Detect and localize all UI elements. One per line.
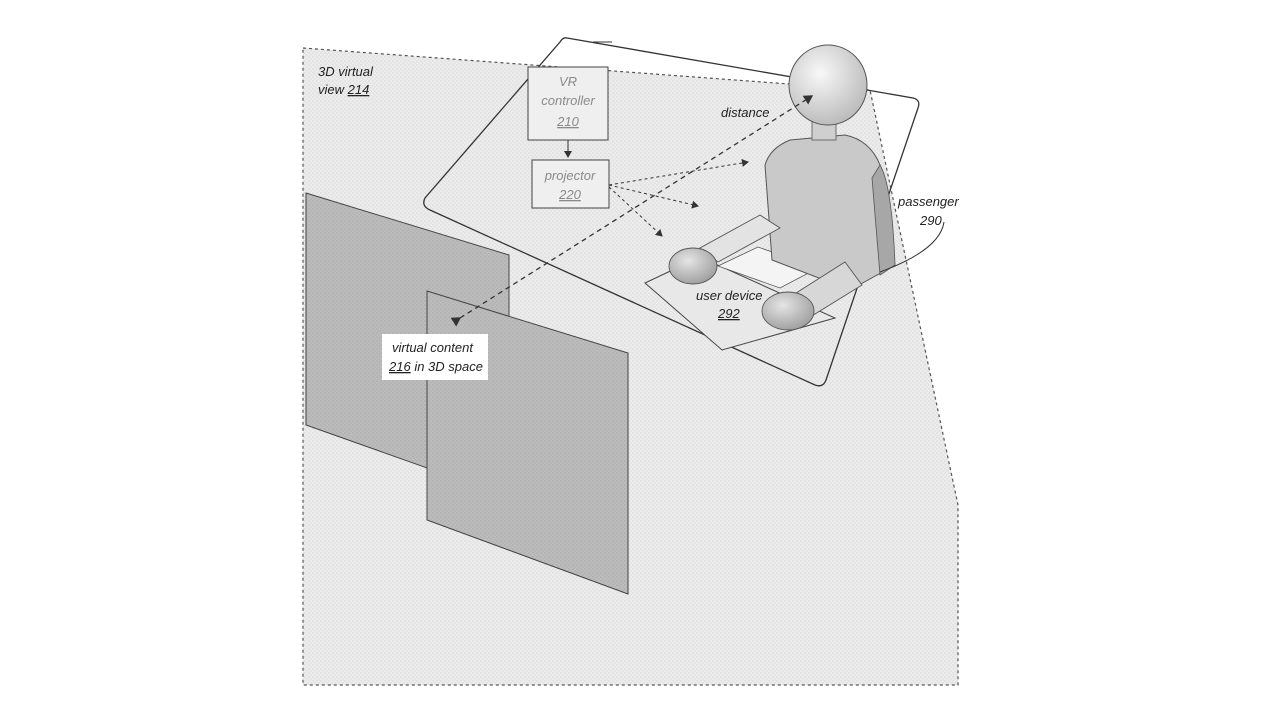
distance-arrow: [450, 95, 814, 327]
view-label-line2: view 214: [318, 82, 369, 97]
virtual-content-ref: 216: [388, 359, 411, 374]
view-label-line1: 3D virtual: [318, 64, 374, 79]
virtual-content-line2: 216 in 3D space: [388, 359, 483, 374]
user-device-ref: 292: [717, 306, 740, 321]
projector-box: [531, 159, 610, 209]
passenger-ref: 290: [919, 213, 942, 228]
vr-controller-line2: controller: [541, 93, 595, 108]
vr-controller-line1: VR: [559, 74, 577, 89]
projector-line1: projector: [544, 168, 596, 183]
virtual-content-label-bg: [382, 334, 488, 380]
passenger-right-hand: [761, 291, 815, 331]
passenger-head: [788, 44, 868, 126]
projector-ray-3: [608, 186, 663, 237]
view-ref: 214: [347, 82, 370, 97]
virtual-content-line1: virtual content: [392, 340, 474, 355]
projector-ref: 220: [558, 187, 581, 202]
passenger-leader-line: [879, 221, 945, 273]
distance-label: distance: [721, 105, 769, 120]
vr-controller-ref: 210: [556, 114, 579, 129]
user-device-label: user device: [696, 288, 762, 303]
passenger-plane: [423, 37, 920, 387]
vr-controller-box: [527, 66, 609, 141]
passenger-left-hand: [668, 247, 718, 285]
passenger-label: passenger: [897, 194, 959, 209]
